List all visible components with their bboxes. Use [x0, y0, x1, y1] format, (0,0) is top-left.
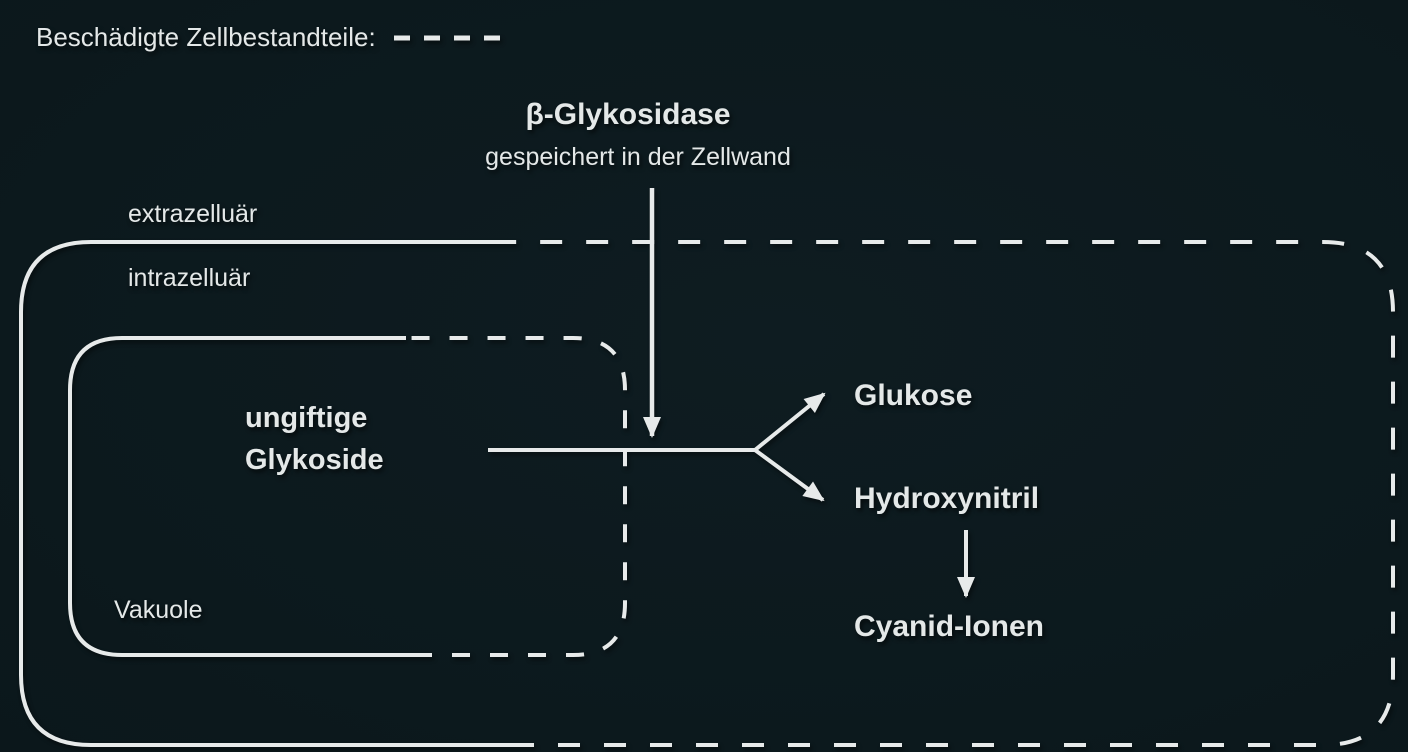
substrate-label-line2: Glykoside	[245, 444, 384, 476]
vacuole-label: Vakuole	[114, 596, 203, 624]
branch-arrow-glucose	[753, 392, 826, 452]
product-hydroxynitrile-label: Hydroxynitril	[854, 482, 1040, 515]
substrate-label-line1: ungiftige	[245, 402, 368, 434]
product-glucose-label: Glukose	[854, 379, 973, 412]
vacuole-membrane-solid	[68, 336, 414, 657]
cell-membrane-solid	[19, 240, 512, 747]
enzyme-name: β-Glykosidase	[525, 98, 731, 131]
branch-arrow-hydroxynitrile	[753, 448, 825, 502]
legend: Beschädigte Zellbestandteile:	[36, 22, 504, 53]
intracellular-label: intrazelluär	[128, 264, 251, 292]
dashed-line-sample	[393, 35, 504, 40]
product-cyanide-label: Cyanid-Ionen	[854, 610, 1045, 643]
enzyme-location: gespeichert in der Zellwand	[485, 143, 791, 171]
vacuole-membrane-dashed	[406, 336, 627, 657]
extracellular-label: extrazelluär	[128, 200, 258, 228]
legend-label: Beschädigte Zellbestandteile:	[36, 22, 376, 52]
cell-membrane-dashed	[502, 240, 1395, 747]
